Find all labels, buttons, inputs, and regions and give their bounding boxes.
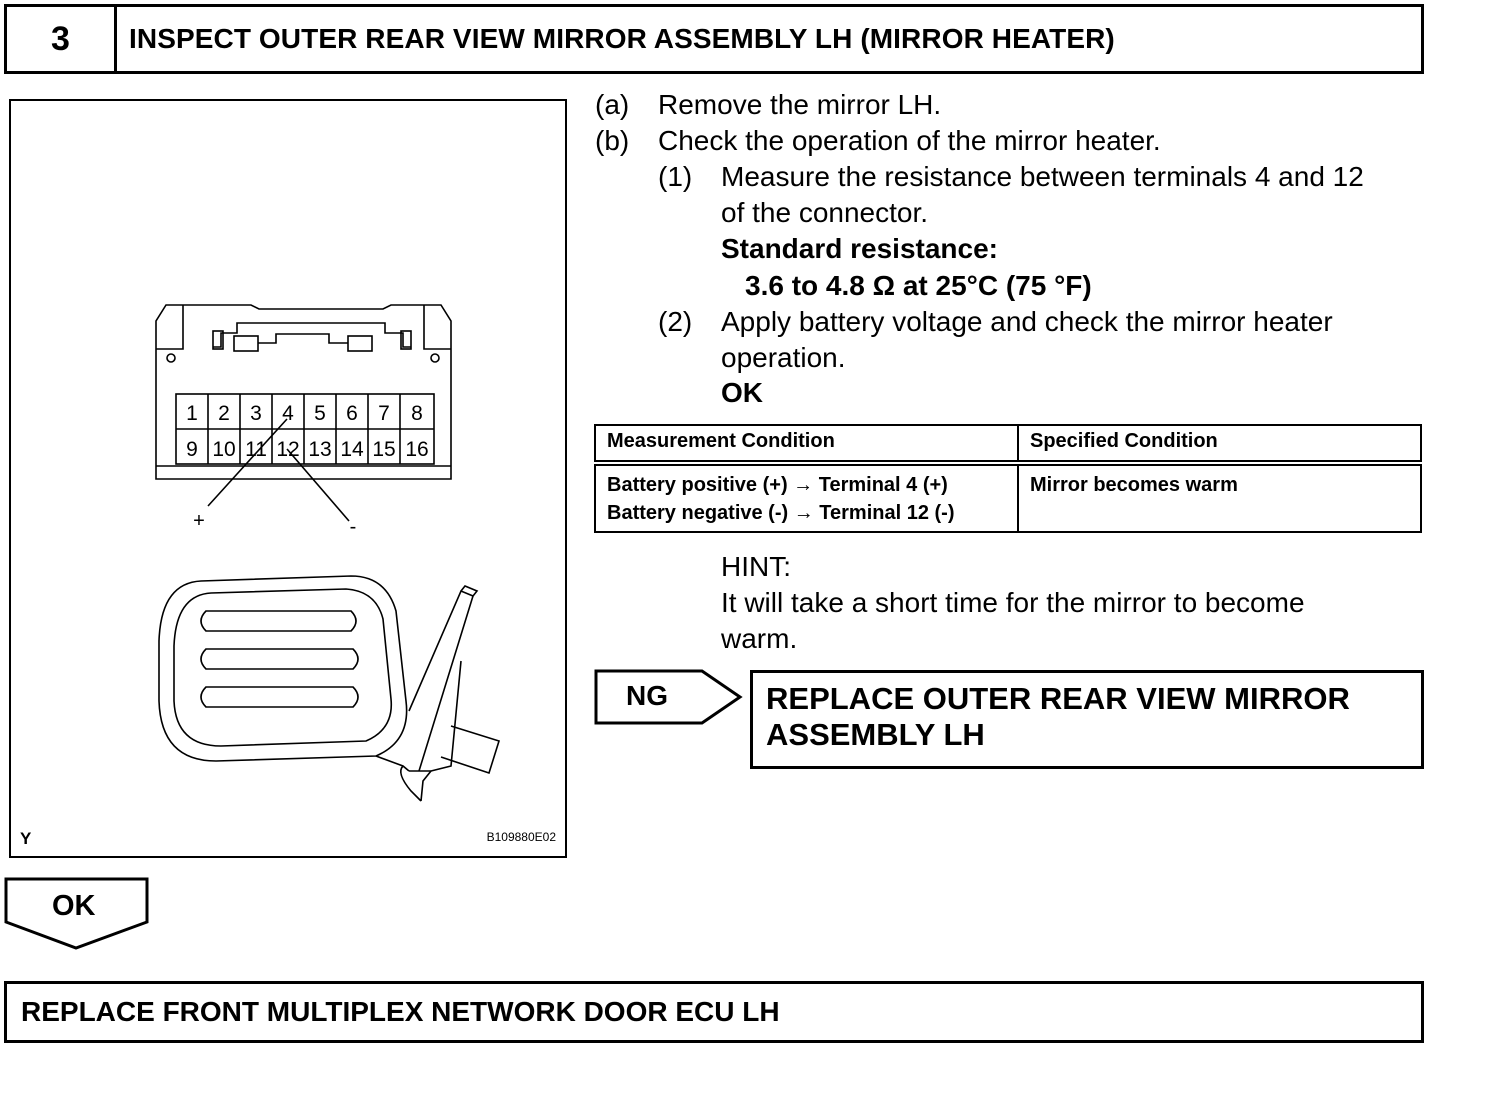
terminal-6: 6 [346,402,358,425]
terminal-12: 12 [276,438,299,461]
ng-action-line1: REPLACE OUTER REAR VIEW MIRROR [766,681,1350,716]
terminal-14: 14 [340,438,364,461]
hint-text-line2: warm. [721,623,798,654]
step-header: 3 INSPECT OUTER REAR VIEW MIRROR ASSEMBL… [4,4,1424,74]
final-action-box: REPLACE FRONT MULTIPLEX NETWORK DOOR ECU… [4,981,1424,1043]
substep-2-marker: (2) [658,306,693,337]
condition-battery-positive: Battery positive (+) → Terminal 4 (+) [607,474,948,496]
terminal-5: 5 [314,402,326,425]
specification-table: Measurement Condition Specified Conditio… [594,424,1422,533]
terminal-7: 7 [378,402,390,425]
header-measurement-condition: Measurement Condition [594,424,1019,466]
step-number: 3 [7,7,117,71]
instruction-b-text: Check the operation of the mirror heater… [658,125,1161,156]
terminal-3: 3 [250,402,262,425]
terminal-10: 10 [212,438,235,461]
condition-battery-negative: Battery negative (-) → Terminal 12 (-) [607,502,955,524]
ok-result-text: OK [721,377,763,408]
figure-corner-label: Y [20,829,32,848]
ng-action-line2: ASSEMBLY LH [766,717,985,752]
connector-diagram: 1 2 3 4 5 6 7 8 9 10 11 12 13 14 15 16 +… [155,304,501,802]
ng-label: NG [626,680,668,711]
header-specified-condition: Specified Condition [1017,424,1422,466]
standard-resistance-value: 3.6 to 4.8 Ω at 25°C (75 °F) [745,270,1092,301]
specified-condition-cell: Mirror becomes warm [1017,462,1422,533]
substep-1-text-line2: of the connector. [721,197,929,228]
substep-2-text-line2: operation. [721,342,846,373]
terminal-8: 8 [411,402,423,425]
hint-label: HINT: [721,551,791,582]
step-title: INSPECT OUTER REAR VIEW MIRROR ASSEMBLY … [129,23,1115,54]
terminal-13: 13 [308,438,331,461]
terminal-4: 4 [282,402,294,425]
ok-label: OK [52,890,96,922]
plus-label: + [193,510,205,532]
table-header-row: Measurement Condition Specified Conditio… [594,424,1422,466]
instruction-a-marker: (a) [595,89,630,120]
substep-2-text-line1: Apply battery voltage and check the mirr… [721,306,1333,337]
figure-code: B109880E02 [486,830,556,844]
table-row: Battery positive (+) → Terminal 4 (+) Ba… [594,462,1422,533]
measurement-condition-cell: Battery positive (+) → Terminal 4 (+) Ba… [594,462,1019,533]
terminal-11: 11 [245,438,267,461]
terminal-1: 1 [186,402,198,425]
minus-label: - [350,516,357,538]
ng-action-box: REPLACE OUTER REAR VIEW MIRROR ASSEMBLY … [750,670,1424,769]
terminal-9: 9 [186,438,198,461]
ng-arrow [594,669,743,725]
standard-resistance-label: Standard resistance: [721,233,998,264]
ok-arrow [4,877,149,950]
substep-1-marker: (1) [658,161,693,192]
connector-illustration: 1 2 3 4 5 6 7 8 9 10 11 12 13 14 15 16 +… [9,99,567,858]
instruction-b-marker: (b) [595,125,630,156]
terminal-15: 15 [372,438,395,461]
substep-1-text-line1: Measure the resistance between terminals… [721,161,1364,192]
instruction-a-text: Remove the mirror LH. [658,89,942,120]
terminal-16: 16 [405,438,428,461]
terminal-2: 2 [218,402,230,425]
hint-text-line1: It will take a short time for the mirror… [721,587,1305,618]
